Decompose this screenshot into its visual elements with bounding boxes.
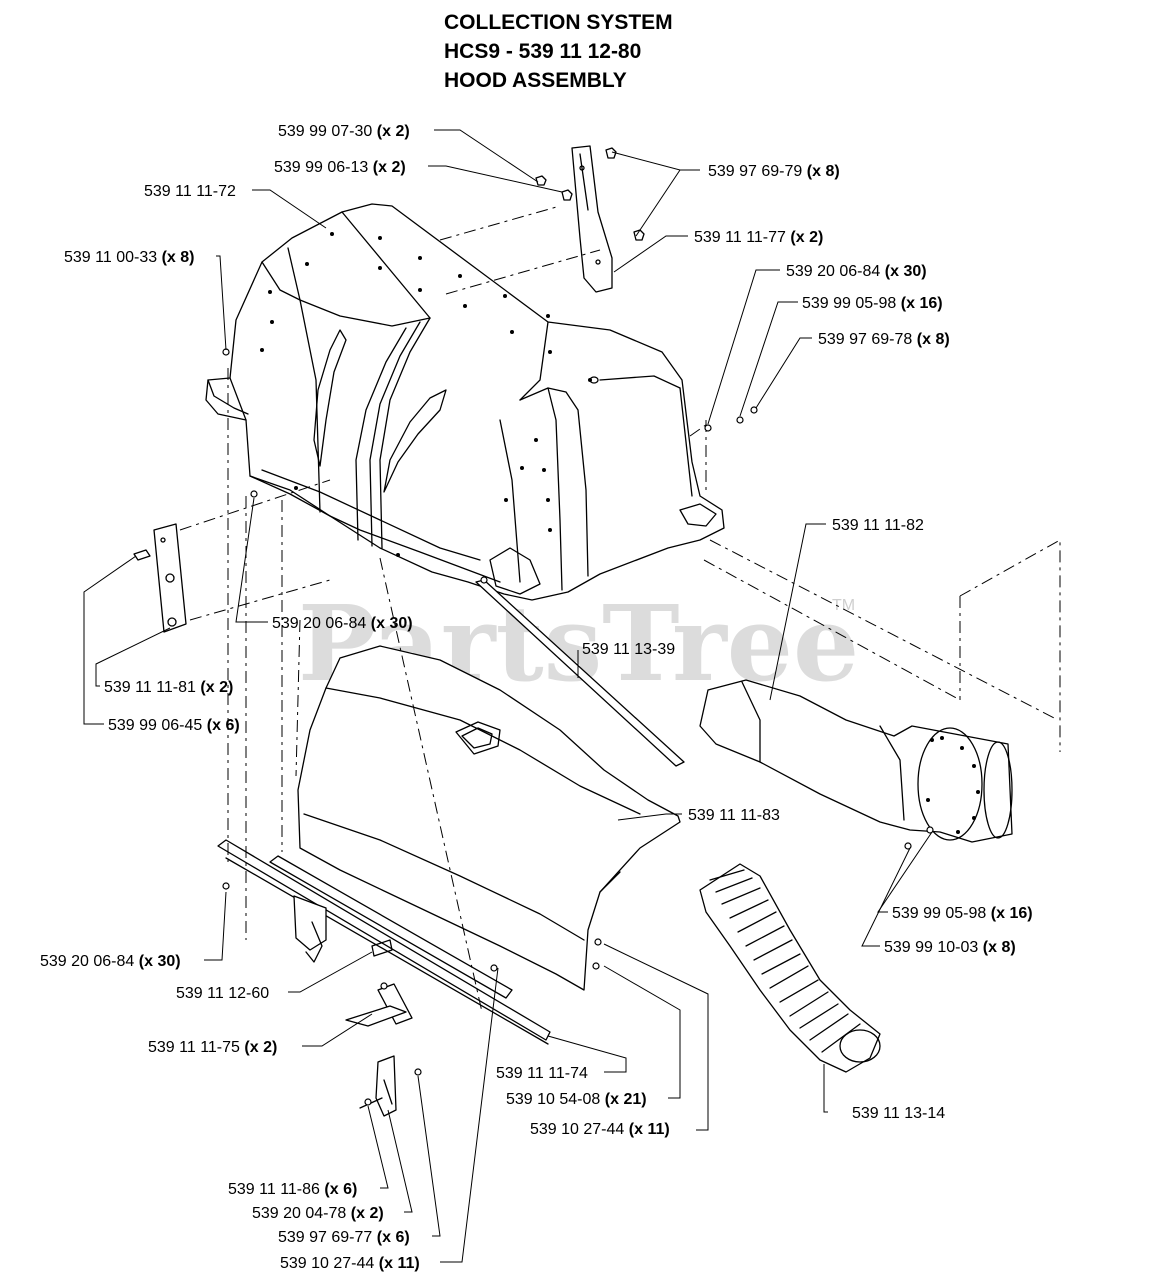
callout-539-11-11-83: 539 11 11-83: [688, 807, 780, 824]
callout-539-99-06-45: 539 99 06-45 (x 6): [108, 717, 240, 734]
callout-539-99-10-03: 539 99 10-03 (x 8): [884, 939, 1016, 956]
callout-539-11-00-33: 539 11 00-33 (x 8): [64, 249, 194, 266]
callout-539-20-06-84-top: 539 20 06-84 (x 30): [786, 263, 927, 280]
title-line-2: HCS9 - 539 11 12-80: [444, 40, 642, 63]
callout-539-11-11-77: 539 11 11-77 (x 2): [694, 229, 823, 246]
callout-539-99-07-30: 539 99 07-30 (x 2): [278, 123, 410, 140]
front-cover-part: [297, 645, 681, 991]
chute-elbow-part: [699, 679, 1013, 843]
callout-539-97-69-79: 539 97 69-79 (x 8): [708, 163, 840, 180]
callout-539-10-27-44-bottom: 539 10 27-44 (x 11): [280, 1255, 420, 1272]
callout-539-20-06-84-mid: 539 20 06-84 (x 30): [272, 615, 413, 632]
callout-539-10-27-44-right: 539 10 27-44 (x 11): [530, 1121, 670, 1138]
callout-539-11-13-39: 539 11 13-39: [582, 641, 675, 658]
watermark-tm: TM: [832, 597, 855, 614]
callout-labels: 539 99 07-30 (x 2) 539 99 06-13 (x 2) 53…: [40, 123, 1033, 1272]
title-line-1: COLLECTION SYSTEM: [444, 11, 673, 34]
callout-539-11-11-72: 539 11 11-72: [144, 183, 236, 200]
hood-part: [205, 203, 725, 601]
callout-539-97-69-78: 539 97 69-78 (x 8): [818, 331, 950, 348]
callout-539-11-11-82: 539 11 11-82: [832, 517, 924, 534]
callout-539-10-54-08: 539 10 54-08 (x 21): [506, 1091, 647, 1108]
callout-539-99-05-98-bottom: 539 99 05-98 (x 16): [892, 905, 1033, 922]
callout-539-99-06-13: 539 99 06-13 (x 2): [274, 159, 406, 176]
callout-539-11-13-14: 539 11 13-14: [852, 1105, 945, 1122]
title-line-3: HOOD ASSEMBLY: [444, 69, 627, 92]
flexible-hose-part: [699, 863, 881, 1073]
fasteners: [222, 348, 934, 1106]
callout-539-11-11-75: 539 11 11-75 (x 2): [148, 1039, 277, 1056]
callout-539-11-11-81: 539 11 11-81 (x 2): [104, 679, 233, 696]
bracket-part: [535, 145, 645, 293]
callout-539-11-11-74: 539 11 11-74: [496, 1065, 588, 1082]
hinge-rail-part: [217, 839, 551, 1117]
diagram-title: COLLECTION SYSTEM HCS9 - 539 11 12-80 HO…: [444, 8, 673, 95]
leader-lines: [83, 129, 933, 1263]
assembly-lines: [179, 205, 1061, 1013]
latch-plate-part: [133, 523, 187, 633]
callout-539-11-12-60: 539 11 12-60: [176, 985, 269, 1002]
callout-539-11-11-86: 539 11 11-86 (x 6): [228, 1181, 357, 1198]
callout-539-97-69-77: 539 97 69-77 (x 6): [278, 1229, 410, 1246]
callout-539-20-04-78: 539 20 04-78 (x 2): [252, 1205, 384, 1222]
callout-539-99-05-98-top: 539 99 05-98 (x 16): [802, 295, 943, 312]
callout-539-20-06-84-bottom: 539 20 06-84 (x 30): [40, 953, 181, 970]
